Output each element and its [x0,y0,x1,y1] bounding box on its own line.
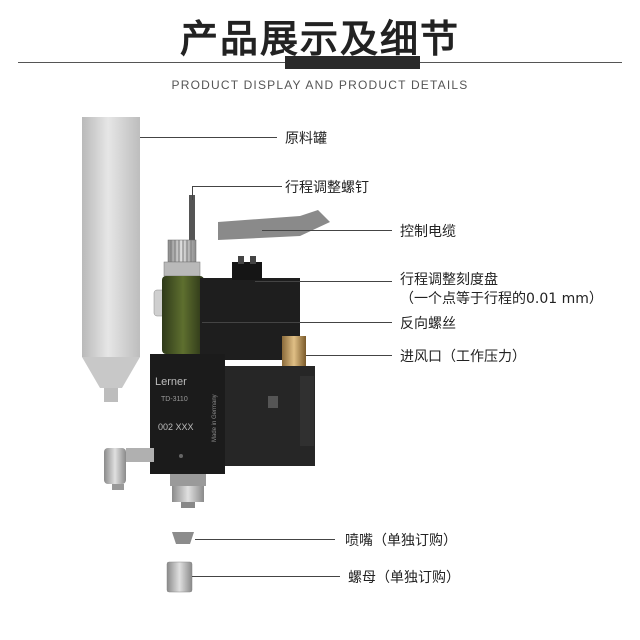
page-subtitle: PRODUCT DISPLAY AND PRODUCT DETAILS [171,78,469,92]
leader-line-reverse-screw [202,322,392,323]
brand-engraving: Lerner [155,376,187,388]
callout-nut: 螺母（单独订购） [348,570,460,586]
callout-dial-note: （一个点等于行程的0.01 mm） [400,291,603,307]
nut [166,561,193,593]
callout-reverse-screw: 反向螺丝 [400,316,456,332]
nozzle [172,532,194,544]
made-in-engraving: Made in Germany [212,394,218,442]
air-inlet-fitting [282,336,306,366]
callout-nozzle: 喷嘴（单独订购） [345,533,457,549]
leader-line-screw-h [192,186,282,187]
leader-line-screw-v [192,186,193,200]
elbow-fitting [104,448,154,490]
stroke-adjust-screw [163,195,201,277]
model-engraving: TD-3110 [161,396,188,403]
callout-stroke-screw: 行程调整螺钉 [285,180,369,196]
serial-engraving: 002 XXX [158,422,194,432]
material-tank [82,117,140,402]
leader-line-air-inlet [306,355,392,356]
callout-air-inlet: 进风口（工作压力） [400,349,526,365]
control-cable [218,210,330,240]
leader-line-cable [262,230,392,231]
valve-body [150,354,225,474]
leader-line-nozzle [195,539,335,540]
callout-dial: 行程调整刻度盘 [400,272,498,288]
title-divider-accent [285,56,420,69]
page-title: 产品展示及细节 [179,17,460,61]
stroke-dial-body [162,276,204,354]
callout-tank: 原料罐 [285,131,327,147]
leader-line-dial [255,281,392,282]
leader-line-nut [192,576,340,577]
callout-cable: 控制电缆 [400,224,456,240]
leader-line-tank [140,137,277,138]
